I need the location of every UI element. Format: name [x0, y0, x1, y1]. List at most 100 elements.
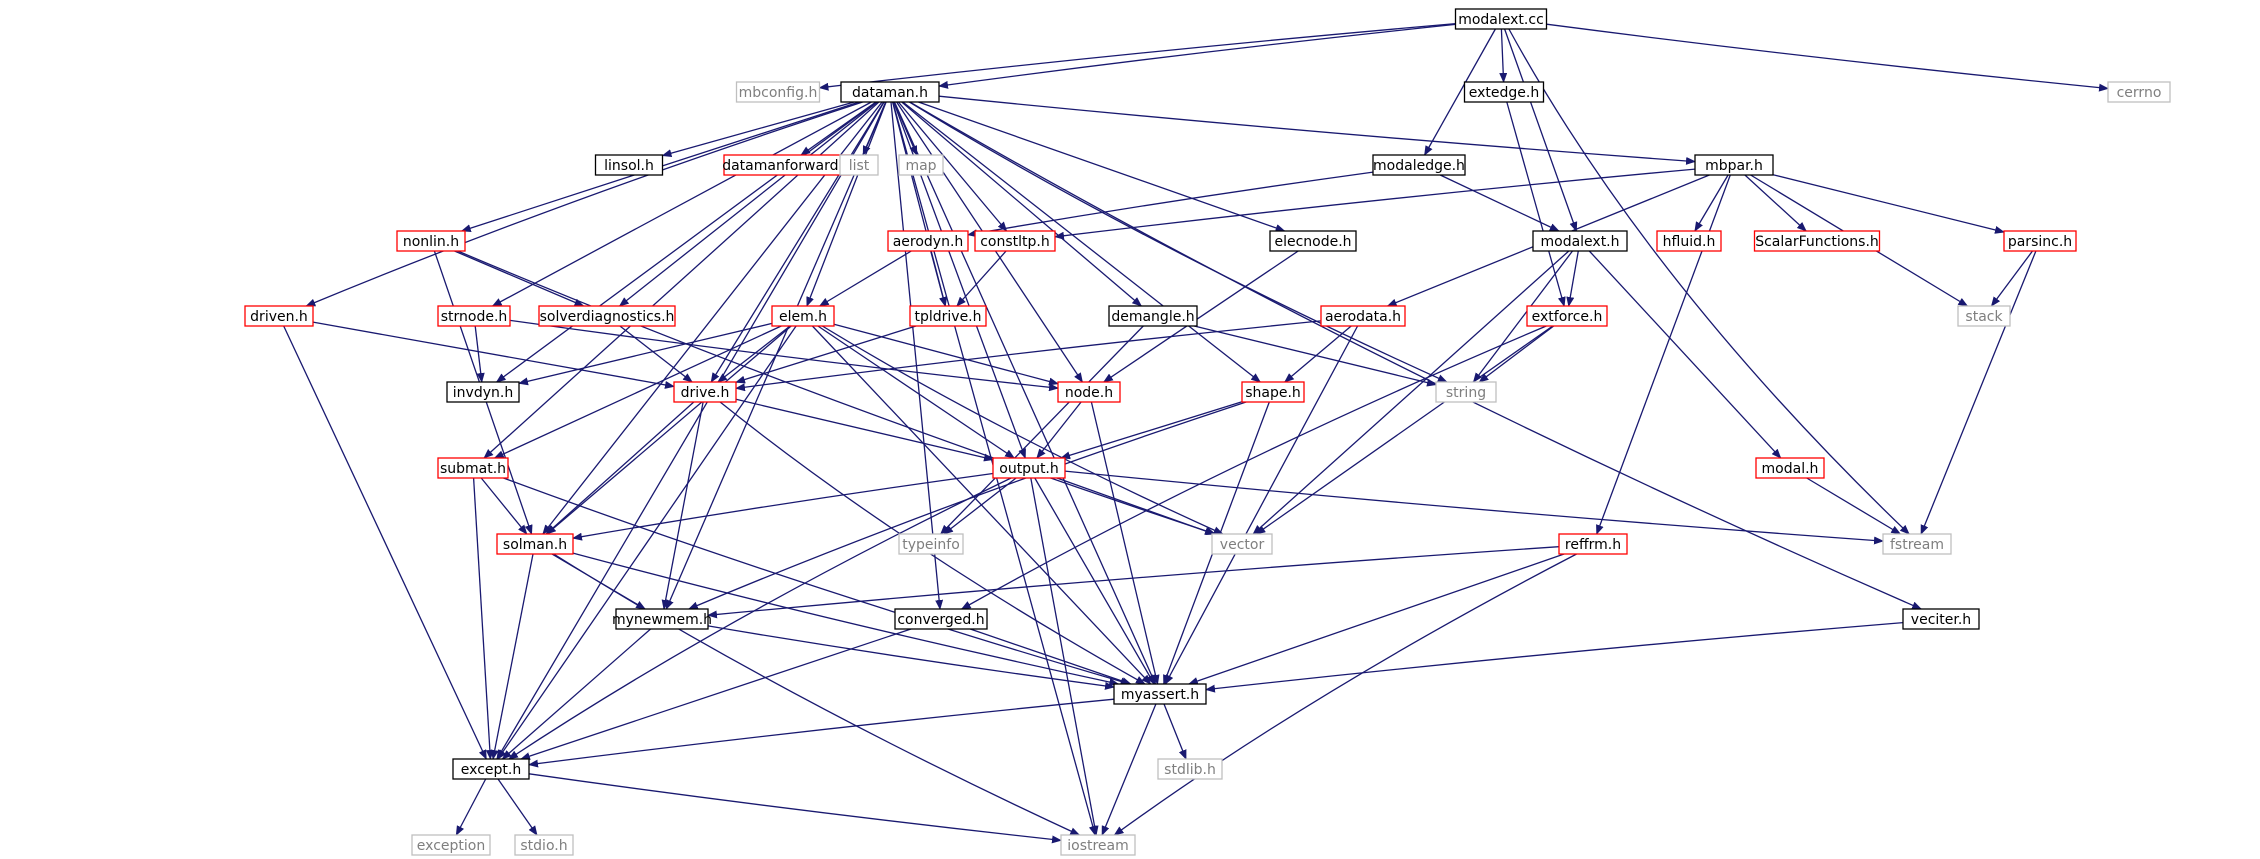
node-modaledge-h[interactable]: modaledge.h — [1372, 154, 1466, 176]
edge-dataman_h-to-solverdiagnostics_h — [618, 101, 878, 307]
node-label: extforce.h — [1532, 309, 1603, 325]
edge-dataman_h-to-linsol_h — [661, 101, 855, 158]
node-extforce-h[interactable]: extforce.h — [1526, 305, 1608, 327]
node-myassert-h[interactable]: myassert.h — [1113, 683, 1207, 705]
node-aerodyn-h[interactable]: aerodyn.h — [887, 230, 969, 252]
node-drive-h[interactable]: drive.h — [673, 381, 737, 403]
edge-modalext_cc-to-fstream — [1508, 28, 1910, 535]
edge-solverdiagnostics_h-to-drive_h — [619, 325, 693, 383]
node-label: constltp.h — [980, 234, 1050, 250]
node-demangle-h[interactable]: demangle.h — [1108, 305, 1198, 327]
node-stdio-h: stdio.h — [514, 834, 574, 856]
node-linsol-h[interactable]: linsol.h — [594, 154, 664, 176]
node-modalext-h[interactable]: modalext.h — [1532, 230, 1628, 252]
edge-modalext_cc-to-modaledge_h — [1424, 28, 1496, 156]
node-mynewmem-h[interactable]: mynewmem.h — [612, 608, 712, 630]
node-box — [396, 230, 466, 252]
node-converged-h[interactable]: converged.h — [894, 608, 988, 630]
node-box — [1558, 533, 1628, 555]
node-label: mbconfig.h — [739, 85, 818, 101]
edge-output_h-to-iostream — [1030, 477, 1099, 836]
node-box — [1057, 381, 1121, 403]
edge-mbpar_h-to-hfluid_h — [1694, 174, 1729, 232]
node-veciter-h[interactable]: veciter.h — [1902, 608, 1980, 630]
node-tpldrive-h[interactable]: tpldrive.h — [909, 305, 987, 327]
node-box — [615, 608, 709, 630]
edge-aerodata_h-to-drive_h — [735, 320, 1322, 392]
node-label: except.h — [461, 762, 521, 778]
edge-solman_h-to-myassert_h — [572, 552, 1120, 687]
node-elem-h[interactable]: elem.h — [771, 305, 835, 327]
node-label: exception — [417, 838, 485, 854]
node-hfluid-h[interactable]: hfluid.h — [1656, 230, 1722, 252]
edge-dataman_h-to-drive_h — [710, 101, 885, 383]
node-label: mbpar.h — [1705, 158, 1763, 174]
node-box — [840, 81, 940, 103]
node-cerrno: cerrno — [2107, 81, 2171, 103]
node-box — [538, 305, 676, 327]
node-box — [1435, 381, 1497, 403]
node-box — [1902, 608, 1980, 630]
edge-modaledge_h-to-aerodyn_h — [967, 171, 1374, 238]
node-box — [446, 381, 520, 403]
edge-aerodyn_h-to-elem_h — [818, 250, 912, 307]
node-box — [1753, 230, 1881, 252]
node-output-h[interactable]: output.h — [992, 457, 1066, 479]
edge-constltp_h-to-tpldrive_h — [956, 250, 1007, 307]
edge-node_h-to-myassert_h — [1090, 401, 1160, 685]
edge-shape_h-to-output_h — [1060, 401, 1243, 460]
edge-dataman_h-to-demangle_h — [901, 101, 1143, 307]
node-modalext-cc[interactable]: modalext.cc — [1454, 8, 1548, 30]
edge-tpldrive_h-to-drive_h — [735, 325, 917, 384]
node-extedge-h[interactable]: extedge.h — [1463, 81, 1545, 103]
node-box — [1241, 381, 1305, 403]
node-box — [1269, 230, 1357, 252]
edge-strnode_h-to-node_h — [509, 319, 1059, 392]
edge-myassert_h-to-except_h — [528, 698, 1115, 768]
node-label: modal.h — [1762, 461, 1819, 477]
edge-extforce_h-to-vector — [1255, 325, 1554, 535]
edge-mynewmem_h-to-myassert_h — [707, 625, 1115, 690]
node-modal-h[interactable]: modal.h — [1755, 457, 1825, 479]
edge-modalext_cc-to-extedge_h — [1499, 28, 1508, 83]
node-label: cerrno — [2117, 85, 2162, 101]
node-constltp-h[interactable]: constltp.h — [974, 230, 1056, 252]
edge-elem_h-to-vector — [821, 325, 1224, 535]
node-submat-h[interactable]: submat.h — [437, 457, 509, 479]
node-strnode-h[interactable]: strnode.h — [437, 305, 511, 327]
node-except-h[interactable]: except.h — [452, 758, 530, 780]
edge-myassert_h-to-iostream — [1101, 703, 1157, 836]
node-shape-h[interactable]: shape.h — [1241, 381, 1305, 403]
node-datamanforward-h[interactable]: datamanforward.h — [722, 154, 852, 176]
edge-parsinc_h-to-fstream — [1920, 250, 2037, 535]
node-node-h[interactable]: node.h — [1057, 381, 1121, 403]
node-label: typeinfo — [902, 537, 960, 553]
node-box — [1108, 305, 1198, 327]
node-mbpar-h[interactable]: mbpar.h — [1694, 154, 1774, 176]
node-label: nonlin.h — [403, 234, 459, 250]
node-box — [887, 230, 969, 252]
node-aerodata-h[interactable]: aerodata.h — [1320, 305, 1406, 327]
node-label: parsinc.h — [2008, 234, 2072, 250]
node-invdyn-h[interactable]: invdyn.h — [446, 381, 520, 403]
node-parsinc-h[interactable]: parsinc.h — [2003, 230, 2077, 252]
node-label: veciter.h — [1911, 612, 1971, 628]
edge-elem_h-to-solman_h — [546, 325, 792, 535]
node-scalarfunctions-h[interactable]: ScalarFunctions.h — [1753, 230, 1881, 252]
node-label: node.h — [1065, 385, 1113, 401]
edge-dataman_h-to-string — [908, 101, 1448, 383]
edge-mbpar_h-to-parsinc_h — [1772, 174, 2005, 234]
node-label: modalext.cc — [1458, 12, 1544, 28]
edge-output_h-to-fstream — [1064, 470, 1884, 545]
edge-modalext_cc-to-cerrno — [1546, 23, 2109, 92]
node-solman-h[interactable]: solman.h — [496, 533, 574, 555]
node-nonlin-h[interactable]: nonlin.h — [396, 230, 466, 252]
node-dataman-h[interactable]: dataman.h — [840, 81, 940, 103]
node-solverdiagnostics-h[interactable]: solverdiagnostics.h — [538, 305, 676, 327]
node-elecnode-h[interactable]: elecnode.h — [1269, 230, 1357, 252]
node-label: ScalarFunctions.h — [1755, 234, 1879, 250]
edge-solman_h-to-iostream — [553, 553, 1081, 836]
node-box — [1532, 230, 1628, 252]
node-reffrm-h[interactable]: reffrm.h — [1558, 533, 1628, 555]
node-driven-h[interactable]: driven.h — [244, 305, 314, 327]
